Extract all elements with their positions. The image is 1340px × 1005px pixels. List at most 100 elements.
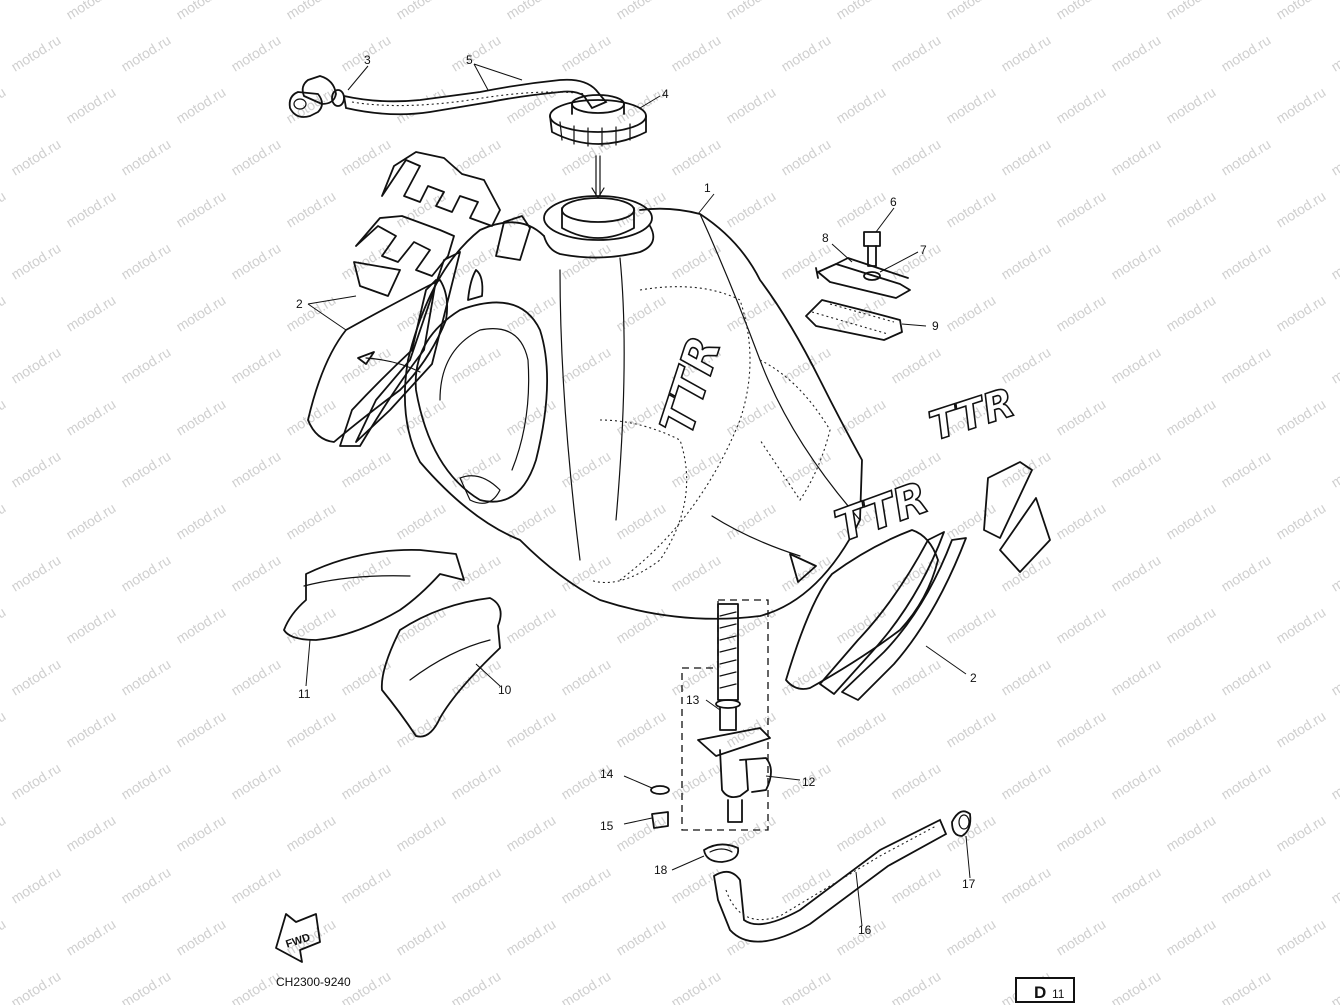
watermark-text: motod.ru <box>8 552 63 595</box>
callout-label-2-left: 2 <box>296 297 303 311</box>
watermark-text: motod.ru <box>833 812 888 855</box>
watermark-text: motod.ru <box>173 292 228 335</box>
watermark-text: motod.ru <box>833 396 888 439</box>
watermark-text: motod.ru <box>778 344 833 387</box>
watermark-text: motod.ru <box>558 552 613 595</box>
watermark-text: motod.ru <box>833 0 888 23</box>
watermark-text: motod.ru <box>833 188 888 231</box>
watermark-text: motod.ru <box>558 136 613 179</box>
watermark-text: motod.ru <box>393 396 448 439</box>
watermark-text: motod.ru <box>998 32 1053 75</box>
watermark-text: motod.ru <box>943 188 998 231</box>
watermark-text: motod.ru <box>283 84 338 127</box>
watermark-text: motod.ru <box>723 812 778 855</box>
callout-label-18: 18 <box>654 863 668 877</box>
watermark-text: motod.ru <box>1328 760 1340 803</box>
watermark-text: motod.ru <box>943 916 998 959</box>
watermark-text: motod.ru <box>723 0 778 23</box>
watermark-text: motod.ru <box>393 188 448 231</box>
callout-labels: 1 2 2 3 4 5 6 7 8 9 10 11 12 13 14 15 16… <box>296 53 977 937</box>
watermark-text: motod.ru <box>63 0 118 23</box>
watermark-text: motod.ru <box>1218 448 1273 491</box>
watermark-text: motod.ru <box>1108 32 1163 75</box>
watermark-text: motod.ru <box>668 32 723 75</box>
watermark-text: motod.ru <box>63 916 118 959</box>
watermark-text: motod.ru <box>1328 864 1340 907</box>
watermark-text: motod.ru <box>833 292 888 335</box>
watermark-text: motod.ru <box>888 552 943 595</box>
watermark-text: motod.ru <box>833 604 888 647</box>
watermark-text: motod.ru <box>1273 916 1328 959</box>
watermark-text: motod.ru <box>448 448 503 491</box>
watermark-text: motod.ru <box>338 864 393 907</box>
watermark-text: motod.ru <box>8 344 63 387</box>
callout-label-3: 3 <box>364 53 371 67</box>
watermark-text: motod.ru <box>613 500 668 543</box>
watermark-text: motod.ru <box>723 396 778 439</box>
watermark-text: motod.ru <box>943 708 998 751</box>
watermark-text: motod.ru <box>393 0 448 23</box>
watermark-text: motod.ru <box>613 916 668 959</box>
callout-label-2-right: 2 <box>970 671 977 685</box>
watermark-text: motod.ru <box>63 812 118 855</box>
watermark-text: motod.ru <box>8 240 63 283</box>
watermark-text: motod.ru <box>668 240 723 283</box>
watermark-text: motod.ru <box>228 240 283 283</box>
watermark-text: motod.ru <box>1163 0 1218 23</box>
watermark-text: motod.ru <box>558 448 613 491</box>
watermark-text: motod.ru <box>888 760 943 803</box>
watermark-text: motod.ru <box>668 448 723 491</box>
watermark-text: motod.ru <box>778 240 833 283</box>
watermark-text: motod.ru <box>1053 0 1108 23</box>
fuel-cap-part <box>549 94 647 199</box>
watermark-text: motod.ru <box>283 292 338 335</box>
page-reference-number: 11 <box>1052 987 1065 1001</box>
callout-label-11: 11 <box>298 687 311 701</box>
watermark-text: motod.ru <box>393 916 448 959</box>
watermark-text: motod.ru <box>1218 968 1273 1005</box>
watermark-text: motod.ru <box>723 292 778 335</box>
page-reference-box: D 11 <box>1015 977 1075 1003</box>
watermark-text: motod.ru <box>558 864 613 907</box>
watermark-text: motod.ru <box>778 968 833 1005</box>
watermark-text: motod.ru <box>0 708 8 751</box>
watermark-text: motod.ru <box>173 396 228 439</box>
watermark-text: motod.ru <box>118 760 173 803</box>
callout-label-13: 13 <box>686 693 700 707</box>
watermark-text: motod.ru <box>1273 708 1328 751</box>
watermark-text: motod.ru <box>1108 656 1163 699</box>
watermark-text: motod.ru <box>1163 708 1218 751</box>
right-side-decal-part: TTR TTR <box>711 379 1051 701</box>
watermark-text: motod.ru <box>1108 240 1163 283</box>
watermark-text: motod.ru <box>173 188 228 231</box>
watermark-text: motod.ru <box>1053 292 1108 335</box>
watermark-text: motod.ru <box>8 448 63 491</box>
watermark-text: motod.ru <box>1053 84 1108 127</box>
watermark-text: motod.ru <box>338 240 393 283</box>
watermark-text: motod.ru <box>118 136 173 179</box>
drawing-code: CH2300-9240 <box>276 975 351 989</box>
watermark-text: motod.ru <box>1218 760 1273 803</box>
watermark-text: motod.ru <box>778 136 833 179</box>
callout-label-8: 8 <box>822 231 829 245</box>
watermark-text: motod.ru <box>558 968 613 1005</box>
watermark-text: motod.ru <box>1163 812 1218 855</box>
callout-label-17: 17 <box>962 877 976 891</box>
watermark-text: motod.ru <box>1218 344 1273 387</box>
watermark-text: motod.ru <box>558 344 613 387</box>
watermark-text: motod.ru <box>503 916 558 959</box>
watermark-text: motod.ru <box>283 188 338 231</box>
watermark-text: motod.ru <box>778 32 833 75</box>
watermark-text: motod.ru <box>63 708 118 751</box>
watermark-text: motod.ru <box>228 552 283 595</box>
watermark-text: motod.ru <box>943 0 998 23</box>
watermark-text: motod.ru <box>1053 812 1108 855</box>
watermark-text: motod.ru <box>0 500 8 543</box>
watermark-text: motod.ru <box>338 760 393 803</box>
watermark-text: motod.ru <box>228 448 283 491</box>
callout-label-14: 14 <box>600 767 614 781</box>
watermark-text: motod.ru <box>613 0 668 23</box>
watermark-text: motod.ru <box>0 812 8 855</box>
watermark-text: motod.ru <box>1053 188 1108 231</box>
watermark-text: motod.ru <box>1108 344 1163 387</box>
